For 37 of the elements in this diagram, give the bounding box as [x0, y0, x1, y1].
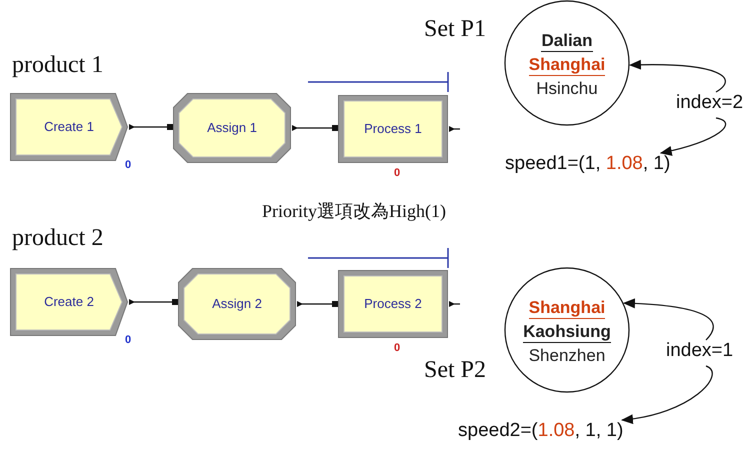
connector [297, 301, 338, 307]
arrow [621, 366, 713, 424]
connector [129, 124, 173, 130]
set-member: Kaohsiung [523, 321, 611, 343]
counter-label: 0 [125, 334, 132, 346]
set-member: Dalian [541, 30, 593, 52]
module-label: Process 2 [363, 296, 423, 311]
note-text: Priority選項改為High(1) [262, 200, 446, 223]
assign-module [178, 268, 296, 340]
row-heading: product 2 [12, 225, 104, 252]
text-label: index=1 [666, 340, 734, 361]
set-member: Shenzhen [528, 345, 606, 366]
set-member: Hsinchu [536, 78, 598, 99]
connector [449, 126, 460, 132]
text-label: index=2 [676, 92, 744, 113]
arrow [628, 60, 726, 92]
module-label: Create 1 [43, 119, 95, 134]
set-name: Set P2 [424, 357, 486, 384]
connector [129, 299, 178, 305]
arrow [660, 117, 726, 156]
text-label: speed2=(1.08, 1, 1) [458, 420, 624, 441]
counter-label: 0 [394, 342, 400, 354]
module-label: Create 2 [43, 294, 95, 309]
set-member: Shanghai [528, 297, 606, 319]
set-member: Shanghai [528, 54, 606, 76]
set-name: Set P1 [424, 16, 486, 43]
arrow [622, 298, 714, 340]
counter-label: 0 [394, 167, 400, 179]
module-label: Assign 2 [211, 296, 263, 311]
connector [449, 301, 460, 307]
module-label: Process 1 [363, 121, 423, 136]
text-label: speed1=(1, 1.08, 1) [505, 153, 670, 174]
assign-module [173, 93, 291, 163]
row-heading: product 1 [12, 52, 104, 79]
module-label: Assign 1 [206, 120, 258, 135]
connector [292, 125, 338, 131]
counter-label: 0 [125, 159, 132, 171]
